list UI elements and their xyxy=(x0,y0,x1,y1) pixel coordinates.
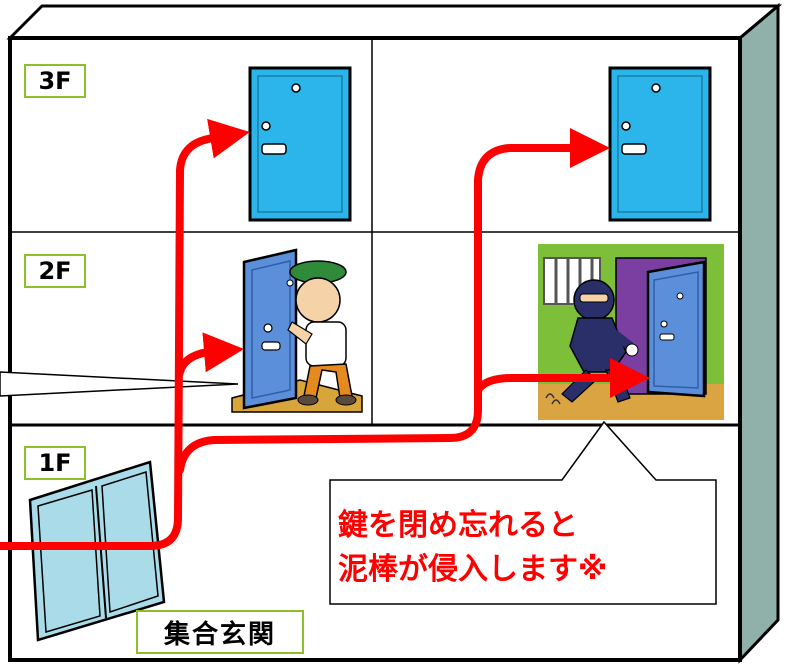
callout-box xyxy=(329,420,717,605)
entrance-label: 集合玄関 xyxy=(136,610,304,654)
warning-line-2: 泥棒が侵入します※ xyxy=(338,552,608,587)
warning-line-1: 鍵を閉め忘れると xyxy=(338,508,578,543)
floor-label-2f: 2F xyxy=(24,254,86,288)
floor-label-1f: 1F xyxy=(24,446,86,480)
door-icon xyxy=(248,66,352,222)
building-top xyxy=(6,4,783,40)
window-icon xyxy=(28,460,166,642)
speech-pointer xyxy=(0,371,239,397)
red-arrow-icon xyxy=(0,118,650,550)
burglar-warning-text: 鍵を閉め忘れると 泥棒が侵入します※ xyxy=(338,504,708,592)
floor-label-3f: 3F xyxy=(24,64,86,98)
door-icon xyxy=(608,66,712,222)
neighbor-person-icon xyxy=(231,248,363,413)
building-side xyxy=(738,2,780,664)
burglar-icon xyxy=(538,244,724,420)
